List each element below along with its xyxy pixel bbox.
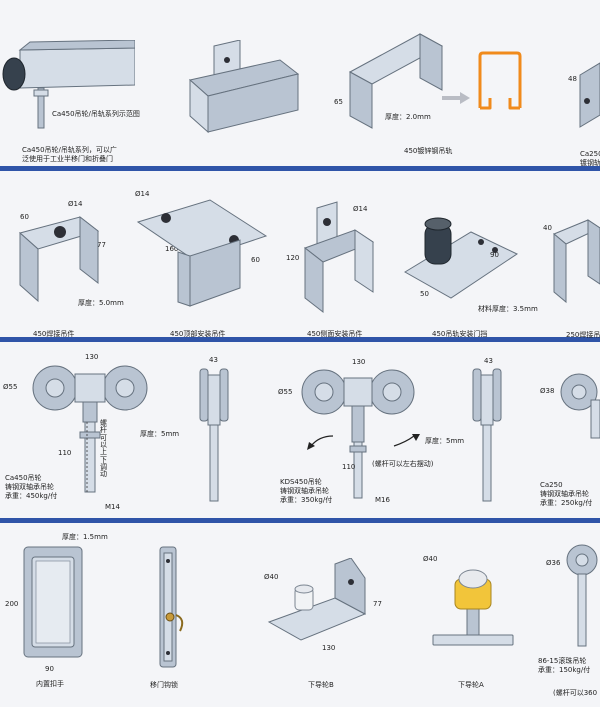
section-divider: [0, 337, 600, 342]
rail-caption: 450镀锌钢吊轨: [404, 147, 453, 155]
guideA-caption: 下导轮A: [458, 681, 484, 689]
handle-caption: 内置扣手: [36, 680, 64, 688]
item2-dim-width: 60: [251, 256, 260, 264]
item2-dim-length: 160: [165, 245, 179, 253]
side-mount-hanger-illustration: [303, 201, 375, 314]
partial-rail-dim: 48: [568, 75, 577, 83]
wheel2-caption-line1: KDS450吊轮: [280, 478, 322, 486]
item2-dim-hole: Ø14: [135, 190, 150, 198]
recessed-handle-illustration: [23, 546, 83, 658]
item5-caption: 250焊接吊件: [566, 331, 600, 339]
ca250-wheel-partial-illustration: [560, 373, 600, 439]
wheel3-caption-line2: 铸钢双轴承吊轮: [540, 490, 589, 498]
hook-lock-illustration: [159, 546, 184, 668]
lock-caption: 移门钩锁: [150, 681, 178, 689]
item3-dim-hole: Ø14: [353, 205, 368, 213]
guideB-dim-h: 77: [373, 600, 382, 608]
guideB-dim-w: 130: [322, 644, 336, 652]
ca450-wheel-illustration: [32, 365, 148, 493]
item4-thickness: 材料厚度：3.5mm: [478, 305, 538, 313]
arrow-right-icon: [442, 92, 470, 104]
partial-ball-caption-line2: 承重：150kg/付: [538, 666, 591, 674]
item4-dim-height: 50: [420, 290, 429, 298]
item3-caption: 450侧面安装吊件: [307, 330, 363, 338]
item5-dim: 40: [543, 224, 552, 232]
wheel1-caption-line1: Ca450吊轮: [5, 474, 42, 482]
ball-hanger-wheel-partial-illustration: [566, 544, 598, 647]
wheel2-caption-line3: 承重：350kg/付: [280, 496, 333, 504]
wheel1-caption-line2: 铸钢双轴承吊轮: [5, 483, 54, 491]
handle-dim-width: 90: [45, 665, 54, 673]
wheel2-dim-len: 110: [342, 463, 356, 471]
wheel1-dim-width: 130: [85, 353, 99, 361]
side2-thickness: 厚度：5mm: [425, 437, 465, 445]
partial-rail-caption-line1: Ca250: [580, 150, 600, 158]
wheel2-caption-line2: 铸钢双轴承吊轮: [280, 487, 329, 495]
item3-dim-height: 120: [286, 254, 300, 262]
item1-dim-hole: Ø14: [68, 200, 83, 208]
wheel1-dim-dia: Ø55: [3, 383, 18, 391]
wheel1-caption-line3: 承重：450kg/付: [5, 492, 58, 500]
side2-dim: 43: [484, 357, 493, 365]
ca450-desc-line2: 泛使用于工业半移门和折叠门: [22, 155, 113, 163]
wheel2-bolt: M16: [375, 496, 390, 504]
ca450-system-illustration: [2, 40, 135, 129]
ca450-desc-line1: Ca450吊轮/吊轨系列，可以广: [22, 146, 117, 154]
rail-dim-height: 65: [334, 98, 343, 106]
wheel2-note: (螺杆可以左右摆动): [372, 460, 434, 468]
item1-dim-width: 60: [20, 213, 29, 221]
partial-ball-note: (螺杆可以360: [553, 689, 598, 697]
item1-caption: 450焊接吊件: [33, 330, 75, 338]
wheel2-dim-width: 130: [352, 358, 366, 366]
welded-hanger-illustration: [18, 215, 100, 303]
partial-rail-caption-line2: 镀钢轨: [580, 159, 600, 167]
side1-dim: 43: [209, 356, 218, 364]
kds450-wheel-side-view: [472, 368, 502, 502]
guide-wheel-b-illustration: [267, 558, 367, 641]
handle-dim-height: 200: [5, 600, 19, 608]
rail-profile-icon: [478, 51, 522, 110]
top-mount-hanger-illustration: [136, 199, 268, 307]
partial-ball-dim: Ø36: [546, 559, 561, 567]
partial-ball-caption-line1: 86-15滚珠吊轮: [538, 657, 587, 665]
section-divider: [0, 518, 600, 523]
wheel2-dim-dia: Ø55: [278, 388, 293, 396]
wheel3-caption-line1: Ca250: [540, 481, 563, 489]
wheel3-caption-line3: 承重：250kg/付: [540, 499, 593, 507]
side1-thickness: 厚度：5mm: [140, 430, 180, 438]
item4-caption: 450吊轨安装门挡: [432, 330, 488, 338]
guideB-dim-dia: Ø40: [264, 573, 279, 581]
bracket-assembly-illustration: [188, 40, 300, 134]
partial-welded-hanger-illustration: [553, 219, 600, 304]
wheel3-dim-dia: Ø38: [540, 387, 555, 395]
swing-left-arrow-icon: [307, 435, 334, 450]
ca450-system-caption: Ca450吊轮/吊轨系列示范图: [52, 110, 140, 118]
guideA-dim-dia: Ø40: [423, 555, 438, 563]
section-divider: [0, 166, 600, 171]
steel-rail-illustration: [348, 33, 444, 129]
swing-right-arrow-icon: [393, 434, 420, 447]
partial-rail-illustration: [579, 62, 600, 128]
door-stop-illustration: [404, 217, 519, 299]
guideB-caption: 下导轮B: [308, 681, 334, 689]
rail-thickness: 厚度：2.0mm: [385, 113, 431, 121]
handle-thickness: 厚度：1.5mm: [62, 533, 108, 541]
ca450-wheel-side-view: [199, 368, 229, 502]
item1-dim-height: 77: [97, 241, 106, 249]
wheel1-bolt: M14: [105, 503, 120, 511]
kds450-wheel-illustration: [301, 369, 415, 499]
wheel1-dim-len: 110: [58, 449, 72, 457]
item2-caption: 450顶部安装吊件: [170, 330, 226, 338]
guide-wheel-a-illustration: [432, 569, 514, 646]
wheel1-vertical-note: 螺杆可以上下调动: [100, 419, 107, 479]
item4-dim-width: 90: [490, 251, 499, 259]
item1-thickness: 厚度：5.0mm: [78, 299, 124, 307]
